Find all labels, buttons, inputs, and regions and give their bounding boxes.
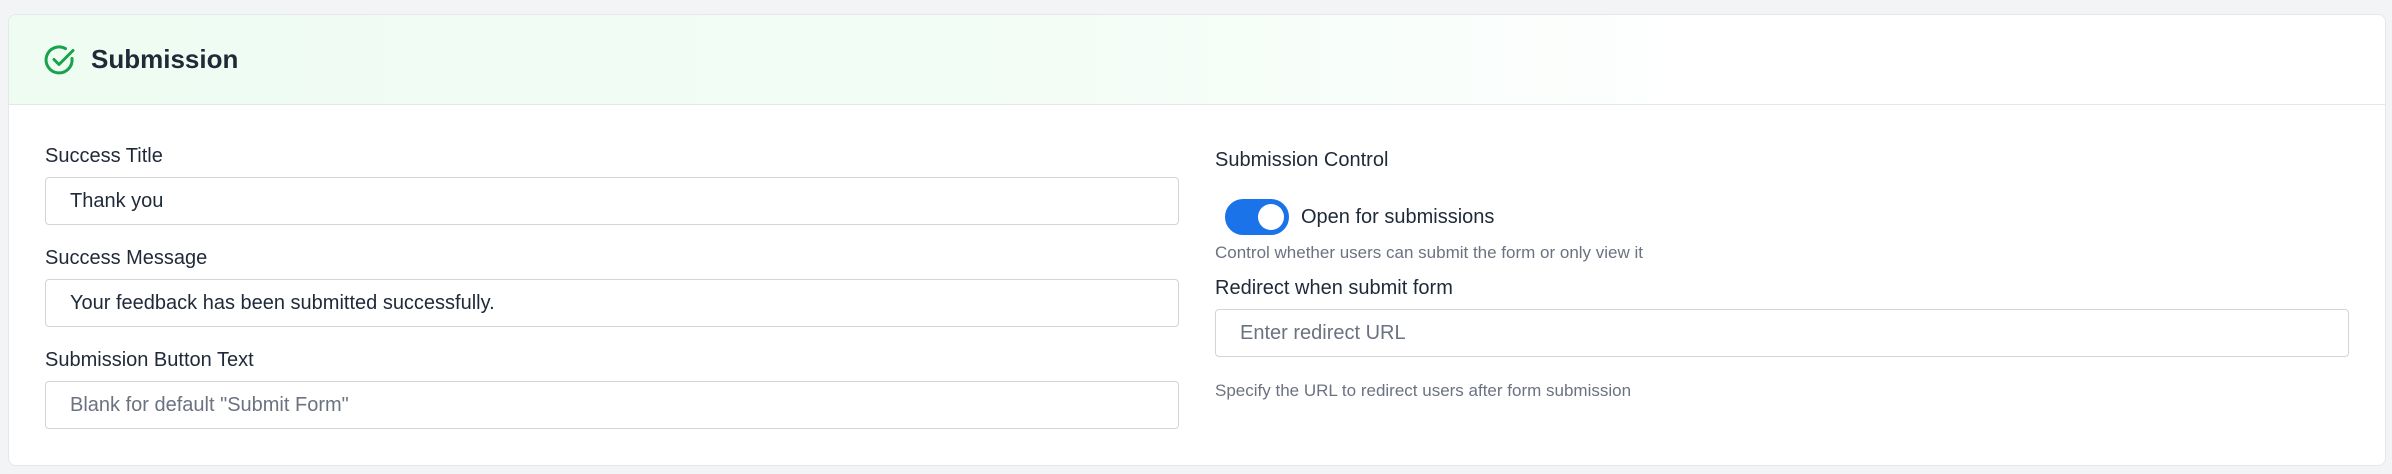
redirect-help: Specify the URL to redirect users after … xyxy=(1215,381,1632,400)
submission-toggle[interactable] xyxy=(1225,199,1289,235)
toggle-knob xyxy=(1258,204,1284,230)
redirect-url-input[interactable] xyxy=(1215,309,2349,357)
submission-control-help: Control whether users can submit the for… xyxy=(1215,243,1644,262)
success-title-input[interactable] xyxy=(45,177,1179,225)
button-text-label: Submission Button Text xyxy=(45,349,254,371)
button-text-input[interactable] xyxy=(45,381,1179,429)
submission-control-label: Submission Control xyxy=(1215,149,1389,171)
card-header: Submission xyxy=(9,15,2385,105)
success-message-label: Success Message xyxy=(45,247,208,269)
submission-toggle-label: Open for submissions xyxy=(1301,205,1495,228)
submission-toggle-row: Open for submissions xyxy=(1225,199,1494,235)
submission-card: Submission Success Title Success Message… xyxy=(8,14,2386,466)
check-circle-icon xyxy=(43,43,77,77)
success-message-input[interactable] xyxy=(45,279,1179,327)
card-title: Submission xyxy=(91,44,239,74)
success-title-label: Success Title xyxy=(45,145,163,167)
redirect-label: Redirect when submit form xyxy=(1215,277,1453,299)
